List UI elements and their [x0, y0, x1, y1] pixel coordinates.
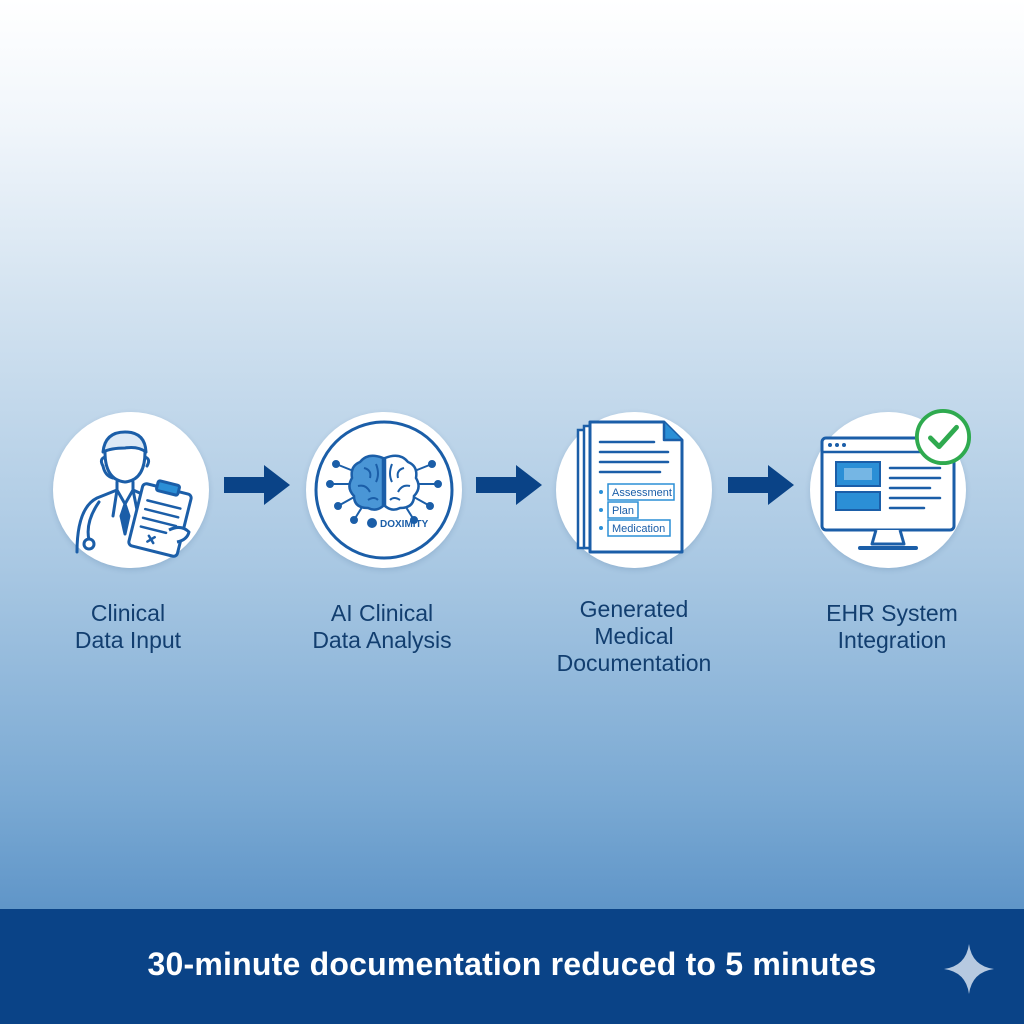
step-1-label: Clinical Data Input [18, 600, 238, 654]
doctor-clipboard-icon [75, 430, 193, 558]
brain-network-icon: DOXIMITY [314, 420, 454, 560]
step-3-label-line: Documentation [556, 650, 712, 676]
footer-banner: 30-minute documentation reduced to 5 min… [0, 909, 1024, 1024]
step-2-icon-circle: DOXIMITY [306, 412, 462, 568]
step-3-label: Generated Medical Documentation [524, 596, 744, 677]
step-3-label-line: Medical [594, 623, 674, 649]
step-2-label-line: AI Clinical [330, 600, 434, 626]
step-2-label-line: Data Analysis [312, 627, 452, 653]
step-2-label: AI Clinical Data Analysis [272, 600, 492, 654]
document-icon: Assessment Plan Medication [576, 420, 684, 554]
step-3-label-line: Generated [579, 596, 689, 622]
arrow-right-icon [728, 465, 794, 505]
checkmark-badge-icon [914, 408, 972, 466]
step-4-label-line: EHR System [826, 600, 958, 626]
arrow-right-icon [476, 465, 542, 505]
monitor-check-icon [820, 436, 956, 550]
doximity-logo-text: DOXIMITY [380, 519, 429, 530]
footer-text: 30-minute documentation reduced to 5 min… [147, 946, 877, 982]
doc-item-medication: Medication [612, 523, 665, 535]
arrow-right-icon [224, 465, 290, 505]
step-1-label-line: Data Input [74, 627, 182, 653]
doc-item-assessment: Assessment [612, 487, 672, 499]
doc-item-plan: Plan [612, 505, 634, 517]
step-3-icon-circle: Assessment Plan Medication [556, 412, 712, 568]
step-1-label-line: Clinical [90, 600, 166, 626]
step-4-label-line: Integration [837, 627, 947, 653]
sparkle-icon [944, 944, 994, 994]
step-4-label: EHR System Integration [782, 600, 1002, 654]
step-1-icon-circle [53, 412, 209, 568]
